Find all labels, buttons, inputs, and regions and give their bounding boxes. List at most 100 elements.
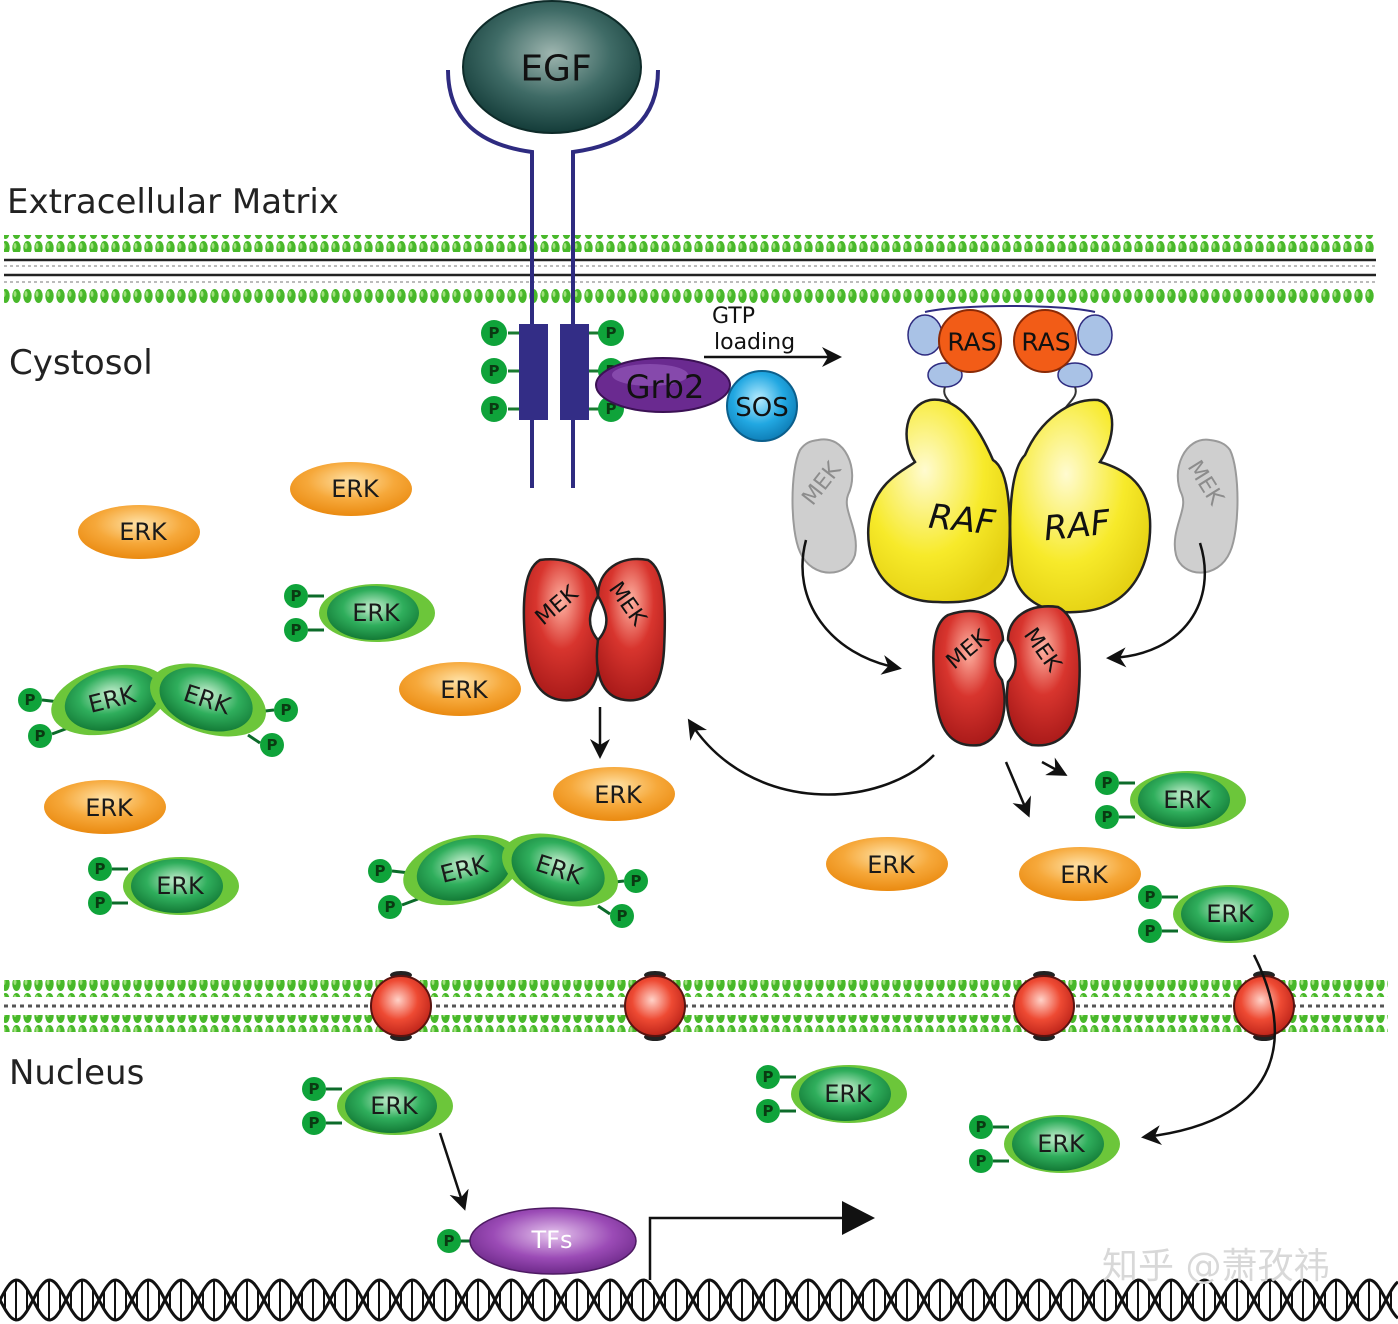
erk-inactive: ERK	[399, 662, 521, 716]
svg-text:P: P	[281, 701, 292, 719]
erk-phosphorylated: P P ERK	[969, 1115, 1120, 1173]
svg-text:P: P	[385, 898, 396, 916]
svg-text:P: P	[375, 862, 386, 880]
ras-right: RAS	[1013, 309, 1113, 421]
erk-phosphorylated: P P ERK	[284, 584, 435, 642]
arrow-erk-to-tfs	[438, 1132, 469, 1211]
egf-ligand: EGF	[462, 0, 642, 134]
extracellular-matrix-label: Extracellular Matrix	[7, 182, 339, 222]
erk-phosphorylated: P P ERK	[1138, 885, 1289, 943]
erk-phosphorylated: P P ERK	[88, 857, 239, 915]
nuclear-pore	[370, 971, 432, 1041]
svg-text:ERK: ERK	[119, 518, 168, 546]
svg-text:ERK: ERK	[370, 1092, 419, 1120]
ras-left: RAS	[907, 309, 1002, 421]
pathway-arrows	[438, 539, 1277, 1211]
sos: SOS	[726, 370, 798, 442]
erk-inactive: ERK	[78, 505, 200, 559]
svg-text:P: P	[95, 860, 106, 878]
svg-text:ERK: ERK	[1037, 1130, 1086, 1158]
svg-text:P: P	[763, 1102, 774, 1120]
raf-left	[866, 398, 1012, 604]
svg-text:ERK: ERK	[440, 676, 489, 704]
svg-text:ERK: ERK	[867, 851, 916, 879]
svg-text:ERK: ERK	[824, 1080, 873, 1108]
svg-text:ERK: ERK	[594, 781, 643, 809]
svg-text:P: P	[309, 1080, 320, 1098]
svg-text:ERK: ERK	[331, 475, 380, 503]
erk-inactive: ERK	[826, 837, 948, 891]
raf-label: RAF	[1042, 503, 1113, 550]
erk-inactive: ERK	[44, 780, 166, 834]
raf-right	[1008, 398, 1152, 614]
arrow-complex-to-perk	[1041, 757, 1068, 776]
svg-text:P: P	[976, 1118, 987, 1136]
svg-text:P: P	[309, 1114, 320, 1132]
svg-text:P: P	[444, 1232, 455, 1250]
arrow-complex-to-free-mek	[687, 718, 935, 796]
svg-text:P: P	[617, 907, 628, 925]
phosphate: P	[481, 396, 519, 422]
ras-label: RAS	[1021, 328, 1070, 357]
dna-strand	[0, 1278, 1398, 1322]
svg-text:P: P	[489, 324, 500, 342]
svg-text:P: P	[1102, 774, 1113, 792]
grb2: Grb2	[595, 357, 731, 413]
egf-label: EGF	[520, 49, 591, 90]
svg-text:P: P	[1145, 888, 1156, 906]
arrow-mek-left-to-complex	[801, 539, 902, 675]
dna-strand	[0, 1278, 1398, 1322]
svg-text:P: P	[976, 1152, 987, 1170]
svg-text:P: P	[763, 1068, 774, 1086]
erk-inactive: ERK	[1019, 847, 1141, 901]
svg-text:P: P	[35, 727, 46, 745]
erk-phosphorylated: P P ERK	[756, 1065, 907, 1123]
svg-text:P: P	[1145, 922, 1156, 940]
svg-text:ERK: ERK	[352, 599, 401, 627]
svg-text:P: P	[489, 400, 500, 418]
svg-text:ERK: ERK	[85, 794, 134, 822]
ras-dimer: RAS RAS	[907, 305, 1113, 421]
erk-phosphorylated: P P ERK	[302, 1077, 453, 1135]
nuclear-pore	[624, 971, 686, 1041]
phosphate: P	[589, 320, 624, 346]
nuclear-pore	[1013, 971, 1075, 1041]
raf-dimer: RAF RAF	[866, 398, 1152, 614]
nuclear-membrane	[4, 980, 1388, 1032]
svg-text:P: P	[291, 587, 302, 605]
watermark: 知乎 @萧孜祎	[1102, 1246, 1329, 1287]
transcription-factors: P TFs	[437, 1207, 637, 1275]
erk-inactive: ERK	[553, 767, 675, 821]
sos-label: SOS	[735, 393, 788, 423]
svg-text:P: P	[489, 362, 500, 380]
phosphate: P	[481, 320, 519, 346]
svg-text:P: P	[25, 691, 36, 709]
svg-text:P: P	[291, 621, 302, 639]
nuclear-pores	[370, 971, 1295, 1041]
nucleus-label: Nucleus	[9, 1053, 144, 1093]
svg-text:P: P	[606, 324, 617, 342]
svg-text:ERK: ERK	[1206, 900, 1255, 928]
svg-text:ERK: ERK	[156, 872, 205, 900]
phosphate: P	[481, 358, 519, 384]
svg-text:ERK: ERK	[1163, 786, 1212, 814]
arrow-mek-right-to-complex	[1106, 542, 1207, 668]
gtp-loading-annotation: GTP loading	[704, 304, 842, 367]
receptor-phosphates: P P P P P P	[481, 320, 624, 422]
raf-label: RAF	[927, 497, 998, 544]
erk-dimer-phosphorylated: P P P P ERK ERK	[368, 833, 648, 928]
mek-dimer-raf-bound: MEK MEK	[932, 605, 1081, 747]
arrow-perk-nuclear-import	[1141, 954, 1277, 1146]
svg-text:P: P	[606, 400, 617, 418]
mek-dimer-free: MEK MEK	[522, 557, 667, 702]
plasma-membrane	[4, 235, 1376, 305]
loading-label: loading	[714, 330, 795, 355]
svg-text:P: P	[631, 872, 642, 890]
tfs-label: TFs	[531, 1226, 573, 1254]
erk-inactive: ERK	[290, 462, 412, 516]
dna-double-helix	[0, 1278, 1398, 1322]
transcription-start-arrow	[648, 1201, 875, 1280]
grb2-label: Grb2	[626, 368, 705, 406]
svg-text:P: P	[267, 736, 278, 754]
